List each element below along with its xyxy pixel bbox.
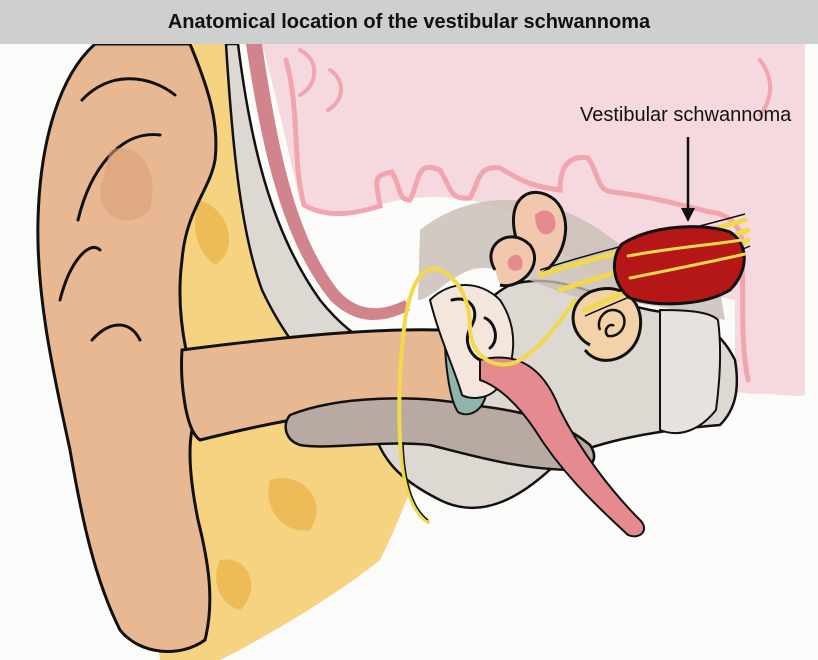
posterior-bone-block [660,310,720,433]
title-bar: Anatomical location of the vestibular sc… [0,0,818,44]
tumor-icon [614,227,745,304]
figure-title: Anatomical location of the vestibular sc… [168,11,650,34]
ear-cross-section-illustration [0,44,818,660]
tumor-label: Vestibular schwannoma [580,104,791,127]
